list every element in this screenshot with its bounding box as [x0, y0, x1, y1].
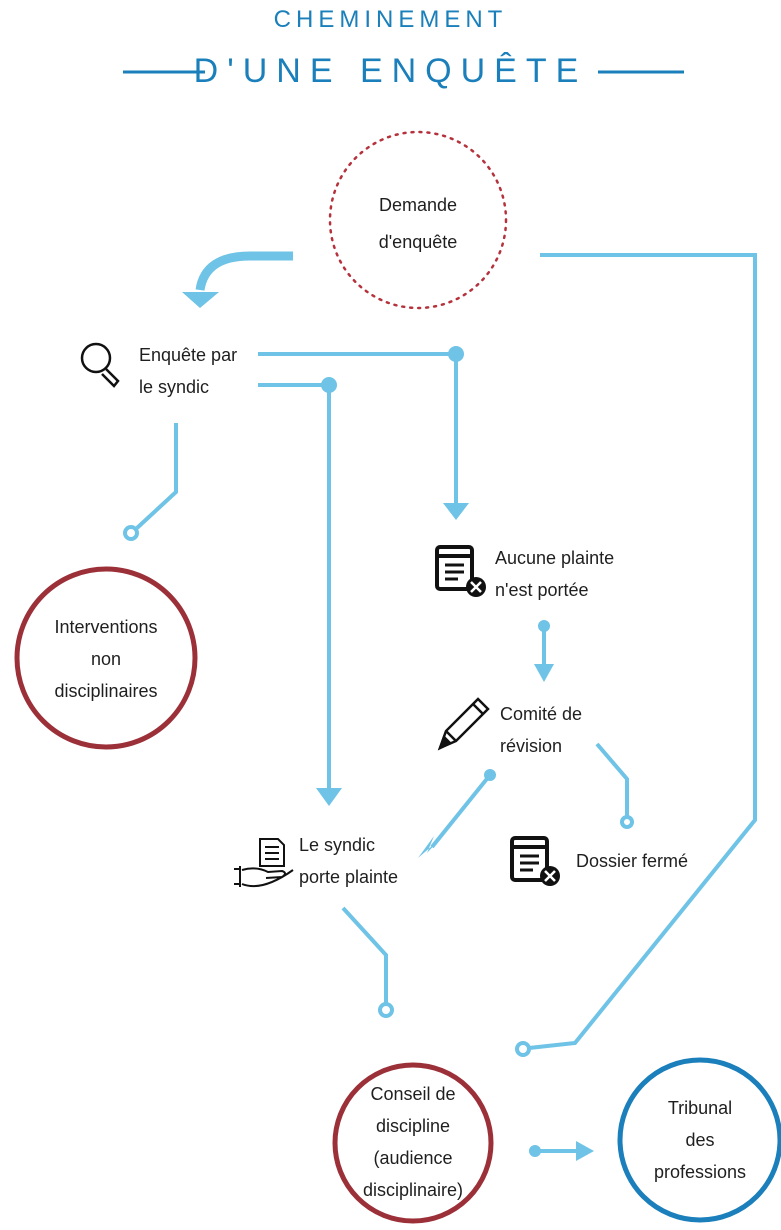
- node-tribunal: Tribunal des professions: [620, 1092, 780, 1188]
- node-aucune-plainte: Aucune plainte n'est portée: [495, 542, 614, 606]
- document-cancel-icon: [510, 836, 560, 886]
- title-line-1: CHEMINEMENT: [273, 6, 508, 33]
- node-syndic-plainte: Le syndic porte plainte: [299, 829, 398, 893]
- node-enquete-syndic: Enquête par le syndic: [139, 339, 237, 403]
- tribunal-circle: [617, 1057, 781, 1223]
- node-conseil-line1: Conseil de: [370, 1084, 456, 1104]
- node-tribunal-line2: des: [685, 1130, 715, 1150]
- node-conseil-line3: (audience: [373, 1148, 453, 1168]
- pencil-icon: [437, 697, 490, 751]
- node-conseil-line2: discipline: [375, 1116, 451, 1136]
- node-demande: Demande d'enquête: [338, 187, 498, 261]
- curve-demande-enquete: [195, 251, 293, 291]
- interventions-circle: [14, 566, 198, 750]
- dot-conseil-tribunal: [529, 1145, 541, 1157]
- node-demande-line2: d'enquête: [378, 232, 458, 252]
- arrowhead-curve: [182, 292, 219, 308]
- node-tribunal-line1: Tribunal: [667, 1098, 733, 1118]
- node-interventions-line1: Interventions: [54, 617, 158, 637]
- line-enquete-aucune: [258, 352, 458, 505]
- line-demande-conseil: [528, 253, 757, 1050]
- document-cancel-icon: [435, 545, 486, 597]
- arrowhead-comite: [534, 664, 554, 682]
- line-syndic-conseil: [341, 906, 388, 1006]
- node-interventions-line3: disciplinaires: [54, 681, 158, 701]
- arrowhead-syndic-plainte: [316, 788, 342, 806]
- arrowhead-aucune: [443, 503, 469, 520]
- node-interventions-line2: non: [90, 649, 122, 669]
- arrowhead-tribunal: [576, 1141, 594, 1161]
- node-syndic-plainte-line1: Le syndic: [299, 835, 376, 855]
- node-demande-line1: Demande: [378, 195, 458, 215]
- title-line-2: D'UNE ENQUÊTE: [193, 52, 588, 90]
- conseil-circle: [332, 1062, 494, 1224]
- open-dot-conseil-left: [378, 1002, 394, 1018]
- node-aucune-plainte-line2: n'est portée: [495, 580, 589, 600]
- node-enquete-syndic-line1: Enquête par: [139, 345, 238, 365]
- node-comite: Comité de révision: [500, 698, 582, 762]
- open-dot-dossier: [620, 815, 634, 829]
- node-conseil: Conseil de discipline (audience discipli…: [333, 1078, 493, 1206]
- node-interventions: Interventions non disciplinaires: [26, 611, 186, 707]
- open-dot-conseil-right: [515, 1041, 531, 1057]
- hand-document-icon: [234, 838, 294, 888]
- node-syndic-plainte-line2: porte plainte: [299, 867, 399, 887]
- line-enquete-syndic: [258, 383, 331, 790]
- node-comite-line2: révision: [500, 736, 563, 756]
- start-circle: [328, 130, 508, 310]
- node-conseil-line4: disciplinaire): [362, 1180, 464, 1200]
- dot-enquete-aucune: [448, 346, 464, 362]
- open-dot-interventions: [123, 525, 139, 541]
- node-dossier-ferme: Dossier fermé: [576, 845, 688, 877]
- line-enquete-interventions: [135, 423, 178, 530]
- line-comite-syndic: [430, 773, 492, 849]
- line-comite-dossier: [595, 742, 629, 818]
- dot-enquete-syndic: [321, 377, 337, 393]
- dot-aucune-comite: [538, 620, 550, 632]
- node-dossier-ferme-line1: Dossier fermé: [576, 851, 689, 871]
- magnifier-icon: [80, 342, 120, 388]
- dot-comite-syndic: [484, 769, 496, 781]
- node-aucune-plainte-line1: Aucune plainte: [495, 548, 615, 568]
- node-enquete-syndic-line2: le syndic: [139, 377, 210, 397]
- arrowhead-comite-syndic: [418, 836, 440, 858]
- node-tribunal-line3: professions: [653, 1162, 747, 1182]
- node-comite-line1: Comité de: [500, 704, 583, 724]
